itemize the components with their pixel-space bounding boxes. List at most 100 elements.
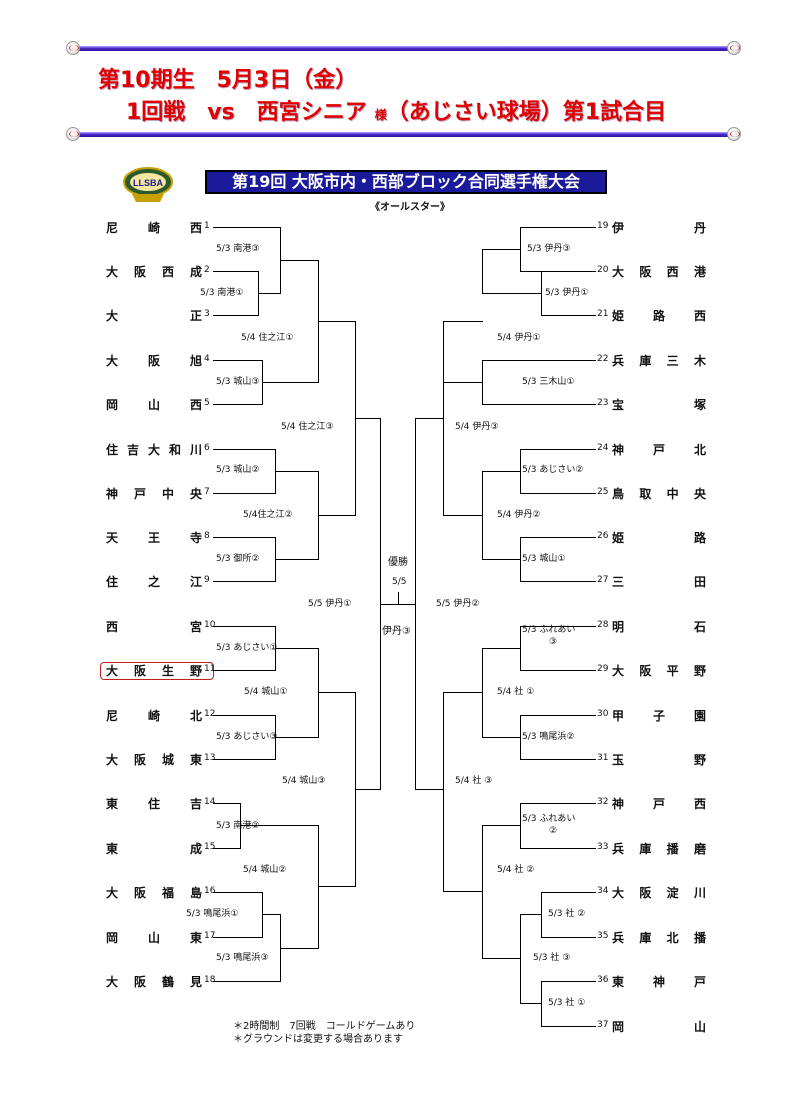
team-entry-left: 大阪鶴見 xyxy=(106,974,202,989)
bracket-line xyxy=(318,515,356,516)
team-entry-left: 大正 xyxy=(106,308,202,323)
team-entry-right: 大阪西港 xyxy=(612,264,706,279)
bracket-line xyxy=(482,825,483,959)
match-label: 5/3 伊丹① xyxy=(545,288,589,298)
match-venue: （あじさい球場）第1試合目 xyxy=(386,100,667,125)
team-entry-left: 尼崎西 xyxy=(106,220,202,235)
team-name-char: 中 xyxy=(161,486,174,501)
bracket-line xyxy=(520,848,596,849)
bracket-line xyxy=(520,914,542,915)
bracket-line xyxy=(280,948,319,949)
team-seed: 13 xyxy=(204,753,216,763)
team-name-char: 戸 xyxy=(133,486,146,501)
team-entry-right: 岡山 xyxy=(612,1019,706,1034)
team-name-char: 庫 xyxy=(639,930,652,945)
team-name-char: 島 xyxy=(189,885,202,900)
team-name-char: 阪 xyxy=(133,885,146,900)
team-seed: 33 xyxy=(597,842,609,852)
match-label: 5/4 社 ② xyxy=(497,865,535,875)
team-entry-left: 神戸中央 xyxy=(106,486,202,501)
team-name-char: 宮 xyxy=(189,619,202,634)
team-name-char: 神 xyxy=(612,442,625,457)
team-entry-right: 宝塚 xyxy=(612,397,706,412)
team-seed: 11 xyxy=(204,664,216,674)
team-name-char: 庫 xyxy=(639,353,652,368)
team-entry-left: 岡山西 xyxy=(106,397,202,412)
bracket-line xyxy=(318,886,356,887)
bracket-line xyxy=(482,293,542,294)
team-name-char: 阪 xyxy=(133,752,146,767)
team-name-char: 三 xyxy=(666,353,679,368)
bracket-line xyxy=(520,449,596,450)
bracket-line xyxy=(355,418,381,419)
team-name-char: 西 xyxy=(189,220,202,235)
match-label: 5/3 城山② xyxy=(216,465,260,475)
bracket-line xyxy=(520,670,596,671)
team-entry-right: 姫路西 xyxy=(612,308,706,323)
team-seed: 24 xyxy=(597,443,609,453)
team-name-char: 住 xyxy=(106,574,119,589)
bracket-line xyxy=(213,626,276,627)
bracket-line xyxy=(482,249,521,250)
team-seed: 3 xyxy=(204,309,210,319)
team-name-char: 姫 xyxy=(612,530,625,545)
team-name-char: 大 xyxy=(106,353,119,368)
team-seed: 14 xyxy=(204,797,216,807)
bracket-line xyxy=(240,803,241,849)
team-entry-left: 大阪旭 xyxy=(106,353,202,368)
team-name-char: 旭 xyxy=(189,353,202,368)
bracket-line xyxy=(275,471,319,472)
team-name-char: 正 xyxy=(189,308,202,323)
bracket-line xyxy=(520,803,596,804)
bracket-line xyxy=(520,759,596,760)
team-entry-left: 東成 xyxy=(106,841,202,856)
bracket-line xyxy=(541,981,596,982)
header-bar-top xyxy=(72,46,734,51)
team-entry-left: 天王寺 xyxy=(106,530,202,545)
team-seed: 28 xyxy=(597,620,609,630)
team-seed: 9 xyxy=(204,575,210,585)
team-name-char: 西 xyxy=(693,796,706,811)
team-name-char: 戸 xyxy=(652,442,665,457)
team-entry-left: 西宮 xyxy=(106,619,202,634)
bracket-line xyxy=(213,315,259,316)
team-seed: 15 xyxy=(204,842,216,852)
team-name-char: 福 xyxy=(161,885,174,900)
match-label: 5/3 南港② xyxy=(216,821,260,831)
match-label: 伊丹③ xyxy=(382,626,411,637)
team-name-char: 兵 xyxy=(612,930,625,945)
bracket-line xyxy=(541,937,596,938)
match-label: ② xyxy=(549,826,558,836)
bracket-line xyxy=(520,581,596,582)
match-honorific: 様 xyxy=(374,108,387,122)
team-name-char: 大 xyxy=(106,885,119,900)
team-name-char: 江 xyxy=(189,574,202,589)
team-name-char: 岡 xyxy=(106,397,119,412)
team-name-char: 戸 xyxy=(693,974,706,989)
bracket-line xyxy=(240,825,319,826)
bracket-line xyxy=(520,626,596,627)
team-name-char: 平 xyxy=(666,663,679,678)
team-seed: 37 xyxy=(597,1020,609,1030)
header-bar-bottom xyxy=(72,132,734,137)
match-label: 5/5 xyxy=(392,577,407,587)
team-name-char: 山 xyxy=(693,1019,706,1034)
team-name-char: 玉 xyxy=(612,752,625,767)
bracket-line xyxy=(262,382,319,383)
game-date-heading: 第10期生 5月3日（金） xyxy=(98,68,358,93)
match-label: 5/4 城山② xyxy=(243,865,287,875)
team-seed: 23 xyxy=(597,398,609,408)
match-label: 5/4 住之江③ xyxy=(281,422,334,432)
team-seed: 35 xyxy=(597,931,609,941)
bracket-line xyxy=(482,825,521,826)
match-label: 5/3 あじさい② xyxy=(522,465,584,475)
bracket-line xyxy=(262,914,281,915)
bracket-line xyxy=(275,737,319,738)
match-label: 5/4 伊丹③ xyxy=(455,422,499,432)
team-name-char: 北 xyxy=(693,442,706,457)
match-heading: 1回戦 vs 西宮シニア様（あじさい球場）第1試合目 xyxy=(126,94,666,126)
match-label: 5/4 伊丹② xyxy=(497,510,541,520)
team-seed: 26 xyxy=(597,531,609,541)
bracket-line xyxy=(482,737,521,738)
team-seed: 18 xyxy=(204,975,216,985)
